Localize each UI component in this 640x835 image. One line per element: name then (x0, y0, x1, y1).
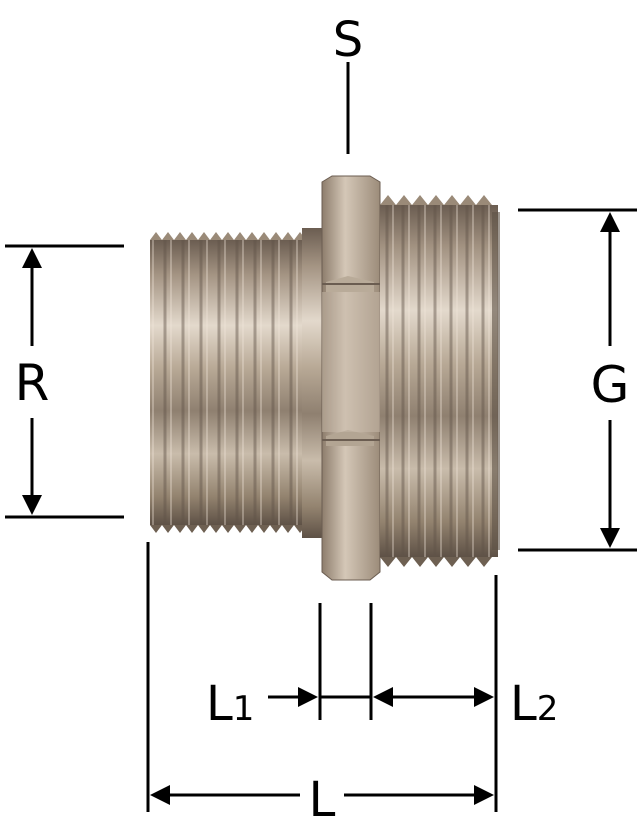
neck (302, 228, 324, 538)
extension-lines (146, 542, 498, 812)
l-dimension (150, 785, 494, 805)
fitting-body (150, 175, 500, 581)
l1-label: L1 (206, 676, 254, 732)
l2-dimension (373, 687, 494, 707)
g-dimension (518, 208, 637, 552)
s-label: S (333, 12, 363, 68)
g-label: G (591, 356, 630, 414)
l-label: L (309, 772, 336, 828)
l2-label-letter: L (510, 676, 537, 732)
r-label: R (15, 354, 50, 412)
l1-label-letter: L (206, 676, 233, 732)
left-thread (150, 232, 310, 533)
l2-label: L2 (510, 676, 558, 732)
l2-label-subscript: 2 (537, 689, 559, 729)
right-thread (380, 195, 500, 567)
r-dimension (5, 244, 124, 519)
l1-dimension (268, 687, 371, 707)
l1-label-subscript: 1 (233, 689, 255, 729)
hex-nut (321, 175, 381, 581)
